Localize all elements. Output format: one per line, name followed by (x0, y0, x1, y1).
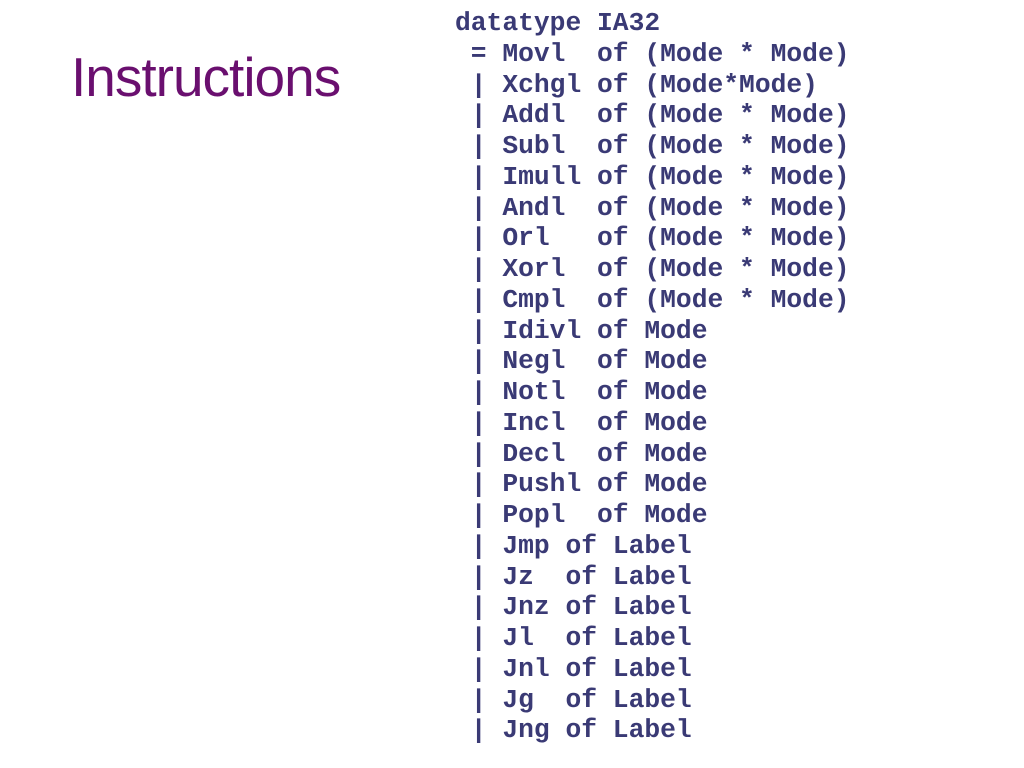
code-line: | Jmp of Label (455, 530, 692, 561)
code-line: | Addl of (Mode * Mode) (455, 100, 850, 131)
code-line: datatype IA32 (455, 8, 661, 38)
code-line: | Popl of Mode (455, 500, 708, 530)
slide-title: Instructions (71, 46, 341, 108)
code-line: | Imull of (Mode * Mode) (455, 161, 850, 192)
code-line: | Jng of Label (455, 715, 692, 746)
code-line: | Xchgl of (Mode*Mode) (455, 69, 818, 100)
code-line: | Negl of Mode (455, 346, 708, 377)
code-line: | Jg of Label (455, 684, 692, 715)
code-line: | Orl of (Mode * Mode) (455, 223, 850, 254)
code-line: | Notl of Mode (455, 377, 708, 407)
code-block: datatype IA32 = Movl of (Mode * Mode) | … (455, 8, 850, 746)
code-line: | Pushl of Mode (455, 469, 708, 500)
code-line: | Jl of Label (455, 623, 692, 653)
code-line: | Jnl of Label (455, 653, 692, 684)
code-line: | Jnz of Label (455, 592, 692, 623)
code-line: | Andl of (Mode * Mode) (455, 192, 850, 223)
code-line: | Subl of (Mode * Mode) (455, 131, 850, 161)
code-line: | Cmpl of (Mode * Mode) (455, 284, 850, 315)
code-line: | Decl of Mode (455, 438, 708, 469)
code-line: | Xorl of (Mode * Mode) (455, 254, 850, 284)
code-line: | Idivl of Mode (455, 315, 708, 346)
code-line: | Jz of Label (455, 561, 692, 592)
code-line: | Incl of Mode (455, 407, 708, 438)
code-line: = Movl of (Mode * Mode) (455, 38, 850, 69)
